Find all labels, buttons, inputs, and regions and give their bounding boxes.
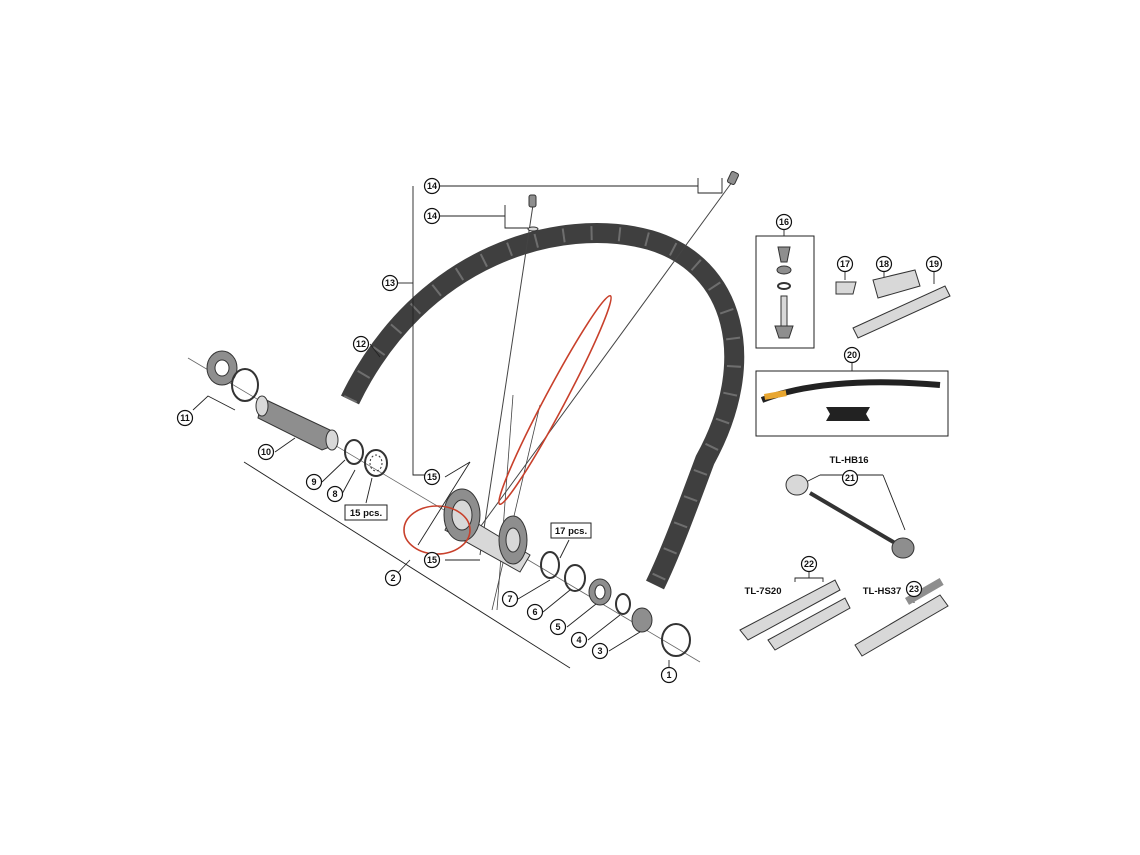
callout-2-text: 2: [390, 573, 395, 583]
callout-18: 18: [875, 255, 893, 273]
callout-1: 1: [660, 666, 678, 684]
callout-8-text: 8: [332, 489, 337, 499]
callout-9: 9: [305, 473, 323, 491]
valve-kit-box: [755, 230, 815, 349]
callout-10-text: 10: [261, 447, 271, 457]
callout-22: 22: [800, 555, 818, 573]
callout-11-text: 11: [180, 413, 190, 423]
callout-23: 23: [905, 580, 923, 598]
callout-6: 6: [526, 603, 544, 621]
callout-11: 11: [176, 409, 194, 427]
callout-7: 7: [501, 590, 519, 608]
callout-3-text: 3: [597, 646, 602, 656]
callout-16: 16: [775, 213, 793, 231]
spokes: [477, 177, 736, 611]
callout-21: 21: [841, 469, 859, 487]
callout-5: 5: [549, 618, 567, 636]
callout-16-text: 16: [779, 217, 789, 227]
freehub-axle: [255, 395, 339, 451]
locknut-right: [661, 623, 691, 657]
tool-tl-hs37-label: TL-HS37: [863, 586, 902, 597]
callout-17-text: 17: [840, 259, 850, 269]
spoke-highlight-oval: [498, 294, 612, 506]
callout-14-mid-text: 14: [427, 211, 437, 221]
rim: [340, 223, 745, 590]
ball-retainer-right: [564, 564, 586, 592]
callout-20: 20: [843, 346, 861, 364]
leader-lines: [192, 178, 723, 669]
callout-12: 12: [352, 335, 370, 353]
callout-2: 2: [384, 569, 402, 587]
tool-tl-hb16-label: TL-HB16: [829, 455, 868, 466]
cone-right: [540, 551, 560, 579]
callout-4: 4: [570, 631, 588, 649]
callout-19: 19: [925, 255, 943, 273]
hub-tool-tl-hb16: [785, 474, 915, 559]
callout-5-text: 5: [555, 622, 560, 632]
callout-15-bottom: 15: [423, 551, 441, 569]
tire-lever-tool: [872, 269, 921, 299]
qty-15-pcs-label: 15 pcs.: [344, 504, 388, 521]
callout-20-text: 20: [847, 350, 857, 360]
hub-body: [443, 488, 531, 573]
callout-8: 8: [326, 485, 344, 503]
callout-23-text: 23: [909, 584, 919, 594]
qty-15-text: 15 pcs.: [350, 508, 382, 519]
callout-15-bottom-text: 15: [427, 555, 437, 565]
callout-13: 13: [381, 274, 399, 292]
callout-12-text: 12: [356, 339, 366, 349]
callout-14-mid: 14: [423, 207, 441, 225]
cone-nut: [631, 607, 653, 633]
callout-6-text: 6: [532, 607, 537, 617]
callout-21-text: 21: [845, 473, 855, 483]
callout-3: 3: [591, 642, 609, 660]
cone-wrench-tl-7s20: [739, 571, 851, 651]
rim-tape: [852, 271, 951, 339]
washer-left: [231, 368, 259, 402]
spoke-nipple-top: [726, 171, 740, 185]
ball-retainer-left: [364, 449, 388, 477]
spoke-nipple-mid: [527, 194, 539, 232]
callout-9-text: 9: [311, 477, 316, 487]
qty-17-pcs-label: 17 pcs.: [550, 522, 592, 539]
callout-10: 10: [257, 443, 275, 461]
callout-17: 17: [836, 255, 854, 273]
spoke-wrench-tl-hs37: [854, 578, 949, 657]
bearing-cup: [588, 578, 612, 606]
callout-7-text: 7: [507, 594, 512, 604]
rim-strip-box: [755, 362, 949, 437]
valve-adapter: [835, 271, 857, 295]
callout-4-text: 4: [576, 635, 581, 645]
callout-15-top-text: 15: [427, 472, 437, 482]
callout-13-text: 13: [385, 278, 395, 288]
callout-14-top: 14: [423, 177, 441, 195]
locknut-left: [206, 350, 238, 386]
qty-17-text: 17 pcs.: [555, 526, 587, 537]
callout-19-text: 19: [929, 259, 939, 269]
callout-1-text: 1: [666, 670, 671, 680]
seal-ring: [615, 593, 631, 615]
callout-18-text: 18: [879, 259, 889, 269]
callout-22-text: 22: [804, 559, 814, 569]
callout-14-top-text: 14: [427, 181, 437, 191]
cone-left: [344, 439, 364, 465]
tool-tl-7s20-label: TL-7S20: [745, 586, 782, 597]
callout-15-top: 15: [423, 468, 441, 486]
